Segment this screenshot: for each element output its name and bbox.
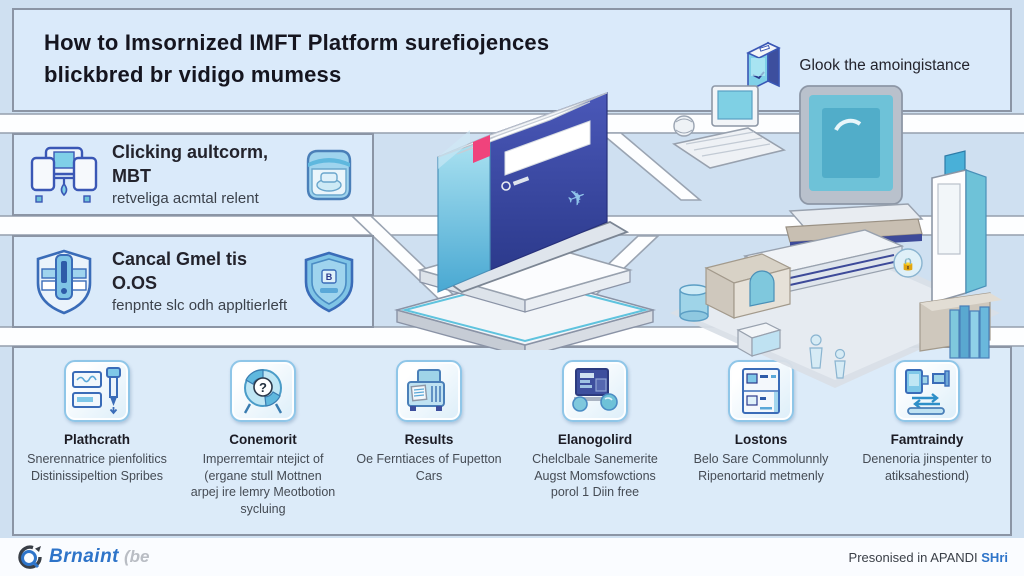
feature-title: Lostons: [734, 432, 788, 447]
monitor-spheres-icon: [562, 360, 628, 422]
svg-text:B: B: [326, 272, 333, 282]
books-icon: [949, 305, 990, 359]
machine-printer-icon: [396, 360, 462, 422]
svg-text:🔒: 🔒: [901, 257, 916, 271]
page-title: How to Imsornized IMFT Platform surefioj…: [44, 27, 549, 91]
step-box-2: Cancal Gmel tis O.OS fenpnte slc odh app…: [12, 235, 374, 328]
device-transfer-icon: [894, 360, 960, 422]
feature-title: Elanogolird: [557, 432, 633, 447]
page-title-line1: How to Imsornized IMFT Platform surefioj…: [44, 30, 550, 55]
feature-plathcrath: Plathcrath Snerennatrice pienfolitics Di…: [17, 360, 177, 517]
brand-logo-icon: [18, 545, 42, 569]
feature-title: Conemorit: [229, 432, 297, 447]
feature-desc: Imperremtair ntejict of (ergane stull Mo…: [190, 452, 336, 516]
credit-highlight: SHri: [981, 549, 1008, 565]
step1-line1: Clicking aultcorm, MBT: [112, 142, 269, 187]
shield-b-icon: B: [304, 251, 354, 312]
feature-desc: Chelclbale Sanemerite Augst Momsfowction…: [532, 452, 658, 499]
footer-bar: Brnaint (be Presonised in APANDI SHri: [0, 538, 1024, 576]
page-title-line2: blickbred br vidigo mumess: [44, 61, 342, 87]
brand-suffix: (be: [124, 547, 150, 566]
brand-name: Brnaint: [49, 546, 119, 567]
book-box-icon: [746, 41, 782, 93]
feature-desc: Snerennatrice pienfolitics Distinissipel…: [27, 452, 167, 483]
feature-desc: Denenoria jinspenter to atiksahestiond): [862, 452, 992, 483]
list-panel-icon: [728, 360, 794, 422]
feature-title: Results: [404, 432, 454, 447]
shield-machine-icon: [36, 249, 92, 314]
central-platform-illustration: ✈: [393, 92, 657, 350]
step2-line2: fenpnte slc odh appltierleft: [112, 296, 288, 314]
credit-main: Presonised in APANDI: [848, 549, 982, 565]
people-figures: [809, 334, 846, 379]
feature-conemorit: ? Conemorit Imperremtair ntejict of (erg…: [183, 360, 343, 517]
device-cluster-illustration: 🔒: [670, 85, 1002, 388]
feature-title: Plathcrath: [63, 432, 131, 447]
features-panel: Plathcrath Snerennatrice pienfolitics Di…: [12, 346, 1012, 536]
feature-famtraindy: Famtraindy Denenoria jinspenter to atiks…: [847, 360, 1007, 517]
top-right-label: Glook the amoingistance: [799, 57, 970, 74]
feature-elanogolird: Elanogolird Chelclbale Sanemerite Augst …: [515, 360, 675, 517]
svg-text:?: ?: [259, 380, 267, 395]
step2-line1: Cancal Gmel tis O.OS: [112, 249, 248, 294]
feature-results: Results Oe Ferntiaces of Fupetton Cars: [349, 360, 509, 517]
feature-desc: Oe Ferntiaces of Fupetton Cars: [356, 452, 502, 483]
step-box-1: Clicking aultcorm, MBT retveliga acmtal …: [12, 133, 374, 216]
step1-line2: retveliga acmtal relent: [112, 189, 259, 207]
brand-logo: Brnaint (be: [16, 543, 150, 571]
small-device-icon: [704, 253, 792, 319]
feature-lostons: Lostons Belo Sare Commolunnly Ripenortar…: [681, 360, 841, 517]
aperture-question-icon: ?: [230, 360, 296, 422]
parcel-icon: [736, 322, 782, 358]
credit-text: Presonised in APANDI SHri: [849, 550, 1008, 565]
laptop-icon: [671, 85, 787, 169]
barrel-icon: [679, 284, 709, 322]
monitor-icon: [785, 85, 924, 249]
feature-title: Famtraindy: [890, 432, 964, 447]
feature-desc: Belo Sare Commolunnly Ripenortarid metme…: [693, 452, 829, 483]
cube-device-icon: [306, 149, 352, 200]
form-pen-icon: [64, 360, 130, 422]
title-panel: How to Imsornized IMFT Platform surefioj…: [12, 8, 1012, 112]
workstation-icon: [30, 146, 98, 203]
